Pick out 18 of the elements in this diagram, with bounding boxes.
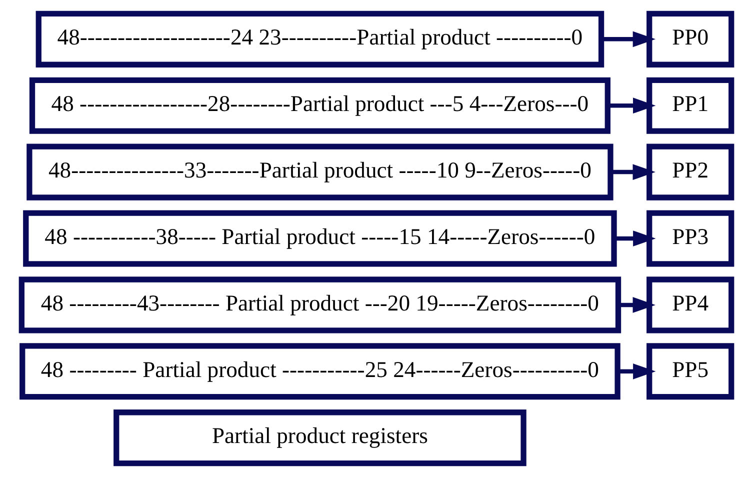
node-box: PP4 [646,276,734,334]
arrow [610,164,655,180]
arrow [618,297,655,313]
node-box: 48 -----------------28--------Partial product ---5 4---Zeros---0 [28,77,610,134]
arrow [614,230,656,246]
arrow [607,98,656,114]
node-box: PP2 [646,144,734,200]
node-box: 48 ---------43-------- Partial product ---20 19-----Zeros--------0 [18,276,621,334]
node-box: 48 -----------38----- Partial product -----15 14-----Zeros------0 [22,210,616,267]
arrow [617,363,656,380]
node-box: 48 --------- Partial product -----------25 24------Zeros----------0 [19,343,620,400]
node-box: PP3 [646,210,734,267]
node-box: PP0 [646,10,734,68]
node-box: 48--------------------24 23----------Partial product ----------0 [35,10,604,68]
node-box: PP5 [646,343,734,400]
node-box: Partial product registers [113,410,526,466]
node-box: 48---------------33-------Partial product -----10 9--Zeros-----0 [26,144,613,200]
node-box: PP1 [646,77,734,134]
